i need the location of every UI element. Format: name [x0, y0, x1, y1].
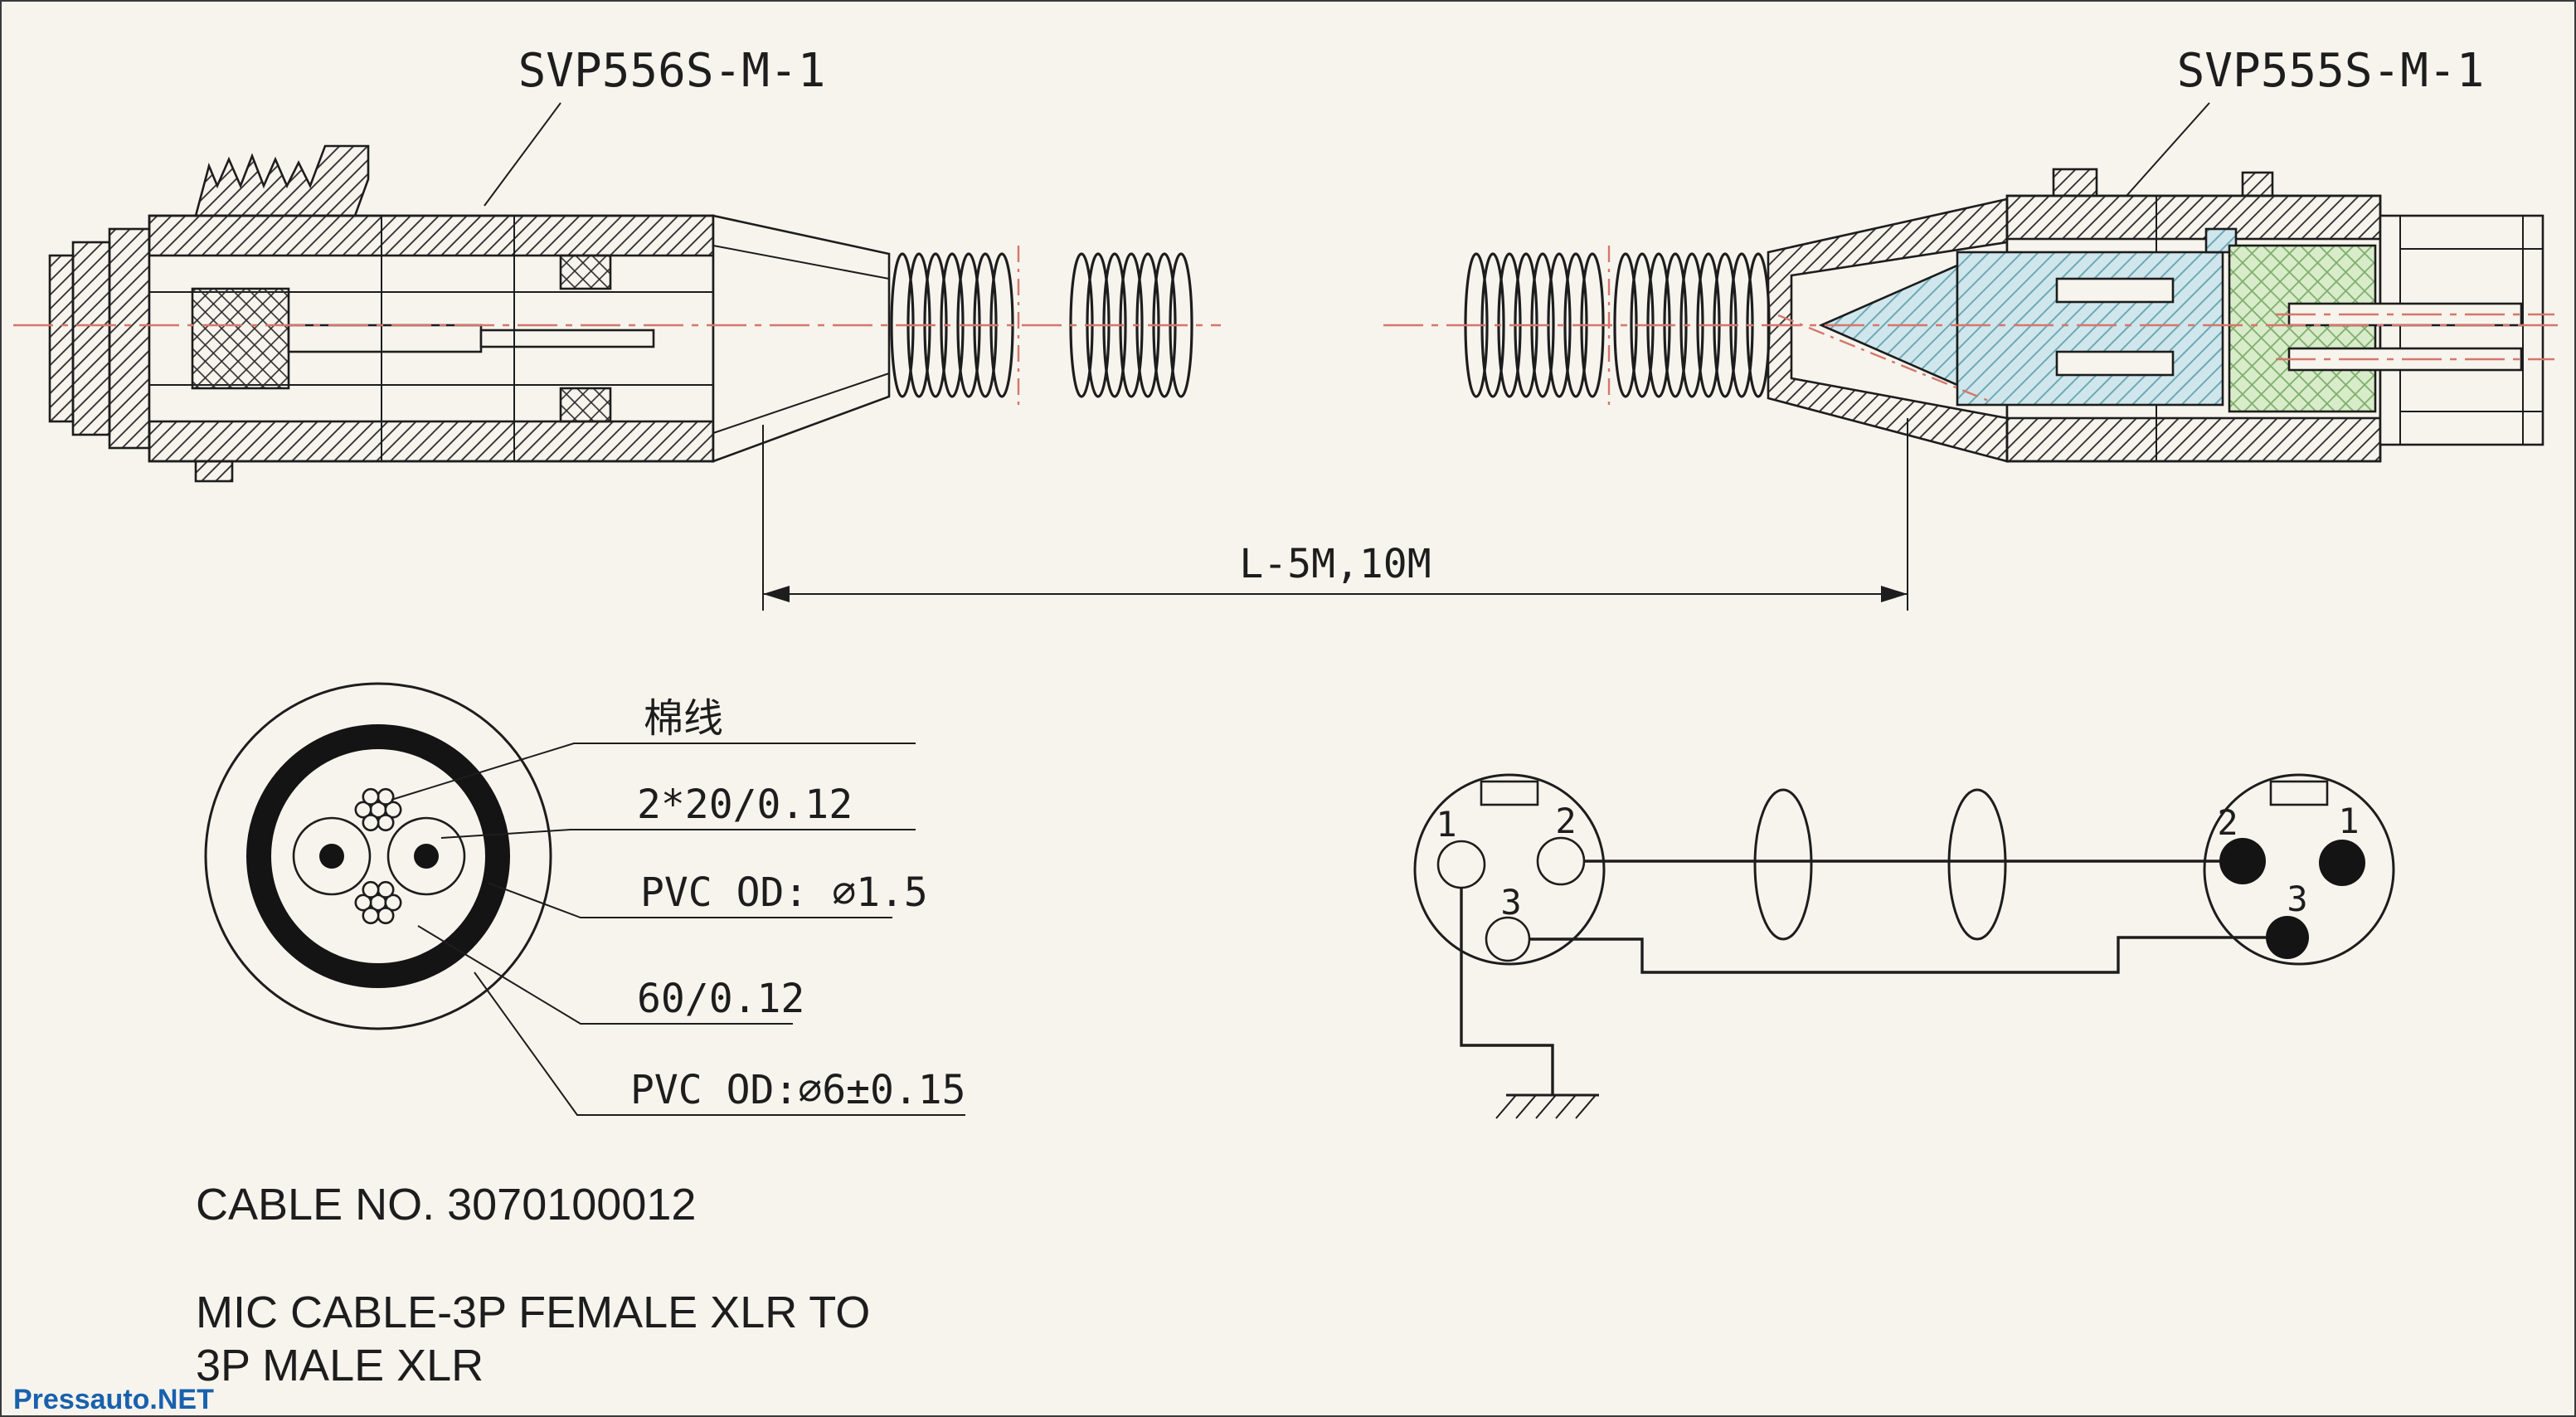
right-top-block-2 — [2241, 171, 2274, 197]
left-insulator-block — [191, 287, 290, 390]
left-bottom-tab — [194, 460, 234, 483]
left-shell-bottom-section — [148, 420, 715, 463]
right-pin-holder-green — [2228, 244, 2377, 413]
watermark: Pressauto.NET — [13, 1384, 214, 1415]
female-connector-face — [1413, 773, 1606, 966]
male-pin-1-number: 1 — [2338, 801, 2359, 841]
female-pin-1-number: 1 — [1436, 804, 1456, 845]
female-pin-3 — [1485, 916, 1531, 962]
callout-conductor: 2*20/0.12 — [637, 782, 853, 828]
length-dimension-label: L-5M,10M — [1239, 541, 1431, 587]
cable-loop-2 — [1947, 788, 2007, 941]
jacket-outer-circle — [204, 682, 552, 1030]
right-section-line — [1777, 314, 1991, 403]
callout-cotton: 棉线 — [644, 695, 723, 742]
female-keyway-tab — [1480, 780, 1539, 806]
title-block: CABLE NO. 3070100012 MIC CABLE-3P FEMALE… — [196, 1180, 870, 1390]
left-rear-cap-2 — [71, 241, 111, 436]
right-contact-slot-top — [2055, 277, 2175, 304]
male-pin-3 — [2266, 916, 2309, 959]
dimension-arrow-left — [763, 586, 790, 602]
callout-shield: 60/0.12 — [637, 976, 804, 1022]
left-shell-top-section — [148, 214, 715, 257]
callout-leader-cotton — [391, 743, 916, 801]
callout-leader-pvc-outer — [474, 971, 965, 1116]
male-connector-face — [2203, 773, 2395, 966]
female-pin-3-number: 3 — [1500, 882, 1521, 923]
dimension-arrow-right — [1881, 586, 1908, 602]
left-insulator-ring-top — [559, 254, 612, 290]
female-pin-2 — [1536, 836, 1586, 886]
jacket-ring — [246, 724, 510, 988]
callout-pvc-inner: PVC OD: ∅1.5 — [640, 869, 928, 916]
cable-loop-1 — [1753, 788, 1813, 941]
male-pin-2 — [2219, 838, 2266, 884]
conductor-right-core — [414, 844, 439, 869]
right-label-leader — [2126, 102, 2210, 197]
right-contact-slot-bottom — [2055, 350, 2175, 377]
left-label-leader — [484, 102, 561, 207]
callout-leader-pvc-inner — [487, 882, 892, 918]
strand-cluster-bottom — [354, 880, 402, 925]
male-pin-3-number: 3 — [2287, 879, 2307, 919]
right-connector-drawing: SVP555S-M-1 — [1383, 44, 2563, 463]
wire-pin3-to-pin3 — [1529, 936, 2266, 974]
left-contact-pin — [479, 329, 655, 348]
left-latch-knurl — [194, 144, 370, 217]
callout-leader-conductor — [440, 829, 916, 839]
cable-description-line2: 3P MALE XLR — [196, 1341, 484, 1390]
conductor-left-core — [319, 844, 344, 869]
right-shell-top-section — [2005, 194, 2382, 241]
ground-symbol — [1495, 1093, 1599, 1119]
male-pin-1 — [2319, 840, 2365, 886]
right-connector-label: SVP555S-M-1 — [2177, 44, 2485, 98]
left-contact-sleeve — [287, 324, 483, 353]
right-insulator-body — [1956, 251, 2224, 407]
female-pin-1 — [1436, 840, 1486, 889]
right-top-block-1 — [2052, 168, 2098, 197]
male-pin-2-number: 2 — [2217, 802, 2238, 843]
left-connector-label: SVP556S-M-1 — [518, 44, 826, 98]
callout-pvc-outer: PVC OD:∅6±0.15 — [630, 1067, 966, 1113]
cable-description-line1: MIC CABLE-3P FEMALE XLR TO — [196, 1288, 870, 1337]
callout-leader-shield — [417, 925, 793, 1025]
left-rear-cap-3 — [108, 227, 151, 450]
female-pin-2-number: 2 — [1555, 801, 1576, 841]
male-keyway-tab — [2269, 780, 2329, 806]
cable-number: CABLE NO. 3070100012 — [196, 1180, 696, 1230]
left-strain-relief-boot — [712, 214, 891, 463]
length-dimension: L-5M,10M — [762, 418, 1908, 611]
right-barrel — [2379, 214, 2544, 446]
pinout-schematic: 1 2 3 2 1 3 — [1413, 773, 2395, 1119]
left-rear-cap-1 — [48, 254, 75, 423]
strand-cluster-top — [354, 787, 402, 832]
ground-wire — [1460, 888, 1554, 1095]
right-shell-bottom-section — [2005, 416, 2382, 463]
cable-cross-section: 棉线 2*20/0.12 PVC OD: ∅1.5 60/0.12 PVC OD… — [204, 682, 966, 1116]
left-connector-drawing: SVP556S-M-1 — [13, 44, 1221, 483]
left-insulator-ring-bottom — [559, 387, 612, 423]
